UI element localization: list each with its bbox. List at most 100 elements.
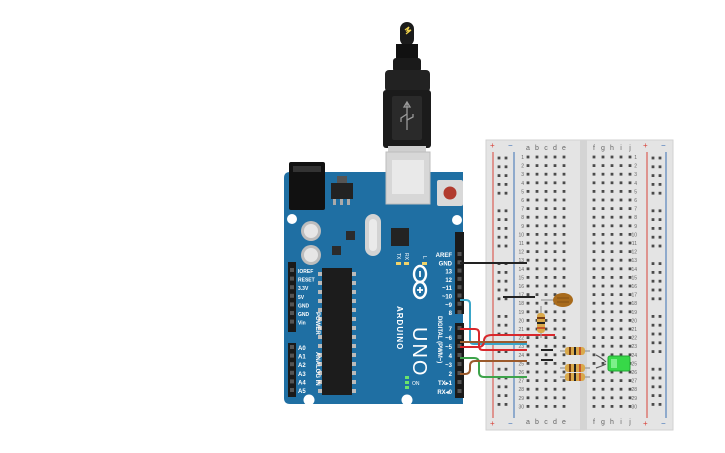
header-socket[interactable]	[290, 362, 294, 367]
breadboard-hole[interactable]	[526, 233, 530, 236]
breadboard-hole[interactable]	[526, 293, 530, 296]
breadboard-hole[interactable]	[619, 172, 623, 176]
wire-pin-3[interactable]	[460, 360, 527, 375]
breadboard-hole[interactable]	[592, 181, 596, 185]
rail-hole[interactable]	[497, 191, 501, 195]
header-socket[interactable]	[290, 353, 294, 358]
breadboard-hole[interactable]	[592, 370, 596, 374]
header-socket[interactable]	[457, 353, 462, 357]
resistor-horizontal[interactable]	[560, 373, 590, 381]
rail-hole[interactable]	[504, 271, 508, 274]
breadboard-hole[interactable]	[619, 250, 623, 253]
breadboard-hole[interactable]	[553, 258, 557, 262]
rail-hole[interactable]	[497, 367, 501, 371]
breadboard-hole[interactable]	[526, 405, 530, 408]
rail-hole[interactable]	[651, 262, 655, 265]
breadboard-hole[interactable]	[601, 276, 605, 279]
rail-hole[interactable]	[504, 350, 508, 353]
breadboard-hole[interactable]	[535, 405, 539, 408]
breadboard-hole[interactable]	[526, 155, 530, 159]
breadboard-hole[interactable]	[619, 293, 623, 296]
rail-hole[interactable]	[651, 403, 655, 406]
rail-hole[interactable]	[658, 218, 662, 221]
breadboard-hole[interactable]	[535, 155, 539, 159]
header-socket[interactable]	[457, 335, 462, 339]
breadboard-hole[interactable]	[535, 353, 539, 357]
breadboard-hole[interactable]	[535, 172, 539, 176]
rail-hole[interactable]	[504, 191, 508, 195]
rail-hole[interactable]	[504, 403, 508, 406]
breadboard-hole[interactable]	[553, 198, 557, 202]
breadboard-hole[interactable]	[526, 379, 530, 382]
breadboard-hole[interactable]	[601, 396, 605, 400]
rail-hole[interactable]	[497, 174, 501, 177]
breadboard-hole[interactable]	[610, 276, 614, 279]
breadboard-hole[interactable]	[562, 181, 566, 185]
breadboard-hole[interactable]	[592, 207, 596, 210]
breadboard-hole[interactable]	[553, 310, 557, 314]
breadboard-hole[interactable]	[601, 387, 605, 391]
rail-hole[interactable]	[651, 209, 655, 213]
breadboard-hole[interactable]	[592, 387, 596, 391]
breadboard-hole[interactable]	[526, 319, 530, 322]
rail-hole[interactable]	[651, 244, 655, 248]
breadboard-hole[interactable]	[619, 405, 623, 408]
breadboard-hole[interactable]	[562, 379, 566, 382]
header-socket[interactable]	[457, 293, 462, 298]
breadboard-hole[interactable]	[544, 215, 548, 219]
breadboard-hole[interactable]	[592, 250, 596, 253]
rail-hole[interactable]	[658, 183, 662, 186]
breadboard-hole[interactable]	[553, 181, 557, 185]
breadboard-hole[interactable]	[619, 224, 623, 228]
rail-hole[interactable]	[497, 156, 501, 160]
breadboard-hole[interactable]	[610, 353, 614, 357]
breadboard-hole[interactable]	[562, 327, 566, 331]
breadboard-hole[interactable]	[553, 336, 557, 339]
breadboard-hole[interactable]	[544, 301, 548, 305]
breadboard-hole[interactable]	[562, 224, 566, 228]
rail-hole[interactable]	[658, 297, 662, 301]
breadboard-hole[interactable]	[610, 327, 614, 331]
breadboard-hole[interactable]	[592, 241, 596, 245]
breadboard-hole[interactable]	[553, 241, 557, 245]
rail-hole[interactable]	[497, 183, 501, 186]
breadboard-hole[interactable]	[526, 172, 530, 176]
breadboard-hole[interactable]	[628, 233, 632, 236]
rail-hole[interactable]	[658, 156, 662, 160]
breadboard-hole[interactable]	[619, 190, 623, 193]
rail-hole[interactable]	[504, 279, 508, 283]
rail-hole[interactable]	[658, 385, 662, 389]
breadboard-hole[interactable]	[535, 233, 539, 236]
breadboard-hole[interactable]	[601, 241, 605, 245]
rail-hole[interactable]	[497, 209, 501, 213]
header-socket[interactable]	[457, 268, 462, 273]
breadboard-hole[interactable]	[628, 155, 632, 159]
header-socket[interactable]	[290, 311, 294, 315]
wire-pin-10[interactable]	[460, 299, 527, 345]
breadboard-hole[interactable]	[544, 293, 548, 296]
breadboard-hole[interactable]	[592, 293, 596, 296]
rail-hole[interactable]	[504, 385, 508, 389]
rail-hole[interactable]	[504, 297, 508, 301]
breadboard-hole[interactable]	[628, 396, 632, 400]
rail-hole[interactable]	[504, 394, 508, 397]
breadboard-hole[interactable]	[526, 190, 530, 193]
rail-hole[interactable]	[504, 244, 508, 248]
rail-hole[interactable]	[658, 341, 662, 345]
rail-hole[interactable]	[497, 297, 501, 301]
breadboard-hole[interactable]	[535, 181, 539, 185]
breadboard-hole[interactable]	[619, 310, 623, 314]
breadboard-hole[interactable]	[544, 233, 548, 236]
breadboard-hole[interactable]	[526, 310, 530, 314]
breadboard-hole[interactable]	[619, 327, 623, 331]
breadboard-hole[interactable]	[592, 198, 596, 202]
rail-hole[interactable]	[497, 218, 501, 221]
rail-hole[interactable]	[651, 323, 655, 327]
breadboard-hole[interactable]	[553, 353, 557, 357]
breadboard-hole[interactable]	[601, 336, 605, 339]
rail-hole[interactable]	[504, 315, 508, 318]
breadboard-hole[interactable]	[628, 310, 632, 314]
breadboard-hole[interactable]	[592, 258, 596, 262]
breadboard-hole[interactable]	[562, 319, 566, 322]
breadboard-hole[interactable]	[610, 310, 614, 314]
